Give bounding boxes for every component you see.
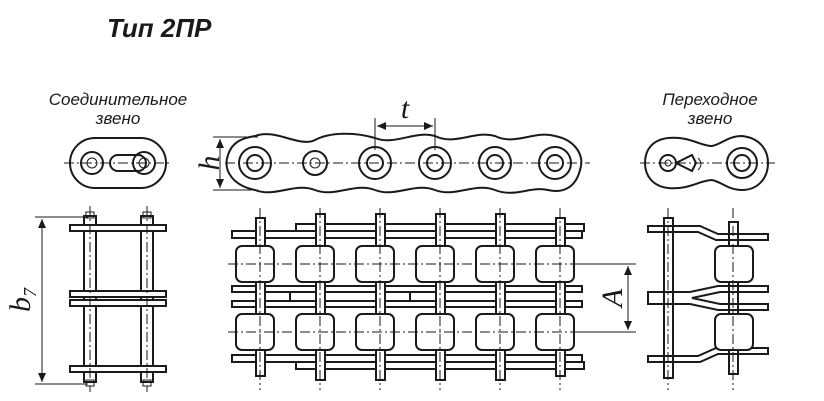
width-label: b [4,297,37,312]
transition-link-caption-line1: Переходное [662,90,757,109]
height-dimension: h [193,136,258,191]
svg-text:b7: b7 [4,287,40,312]
drawing-title: Тип 2ПР [107,13,212,43]
pitch-label: t [401,92,410,125]
height-label: h [193,156,226,171]
chain-plan-view [228,208,636,390]
chain-side-view [225,132,590,194]
connecting-link-side-view [64,137,172,189]
width-dimension: b7 [4,216,88,385]
connecting-link-plan-view [69,206,167,392]
width-label-subscript: 7 [20,287,40,297]
transition-link-caption-line2: звено [687,109,733,128]
connecting-link-caption-line1: Соединительное [49,90,188,109]
row-spacing-dimension: A [580,263,636,333]
pitch-dimension: t [374,92,436,150]
connecting-link-caption-line2: звено [95,109,141,128]
connecting-link-caption: Соединительное звено [49,90,188,128]
transition-link-plan-view [647,208,769,390]
transition-link-side-view [640,134,775,192]
row-spacing-label: A [596,288,629,309]
transition-link-caption: Переходное звено [662,90,757,128]
